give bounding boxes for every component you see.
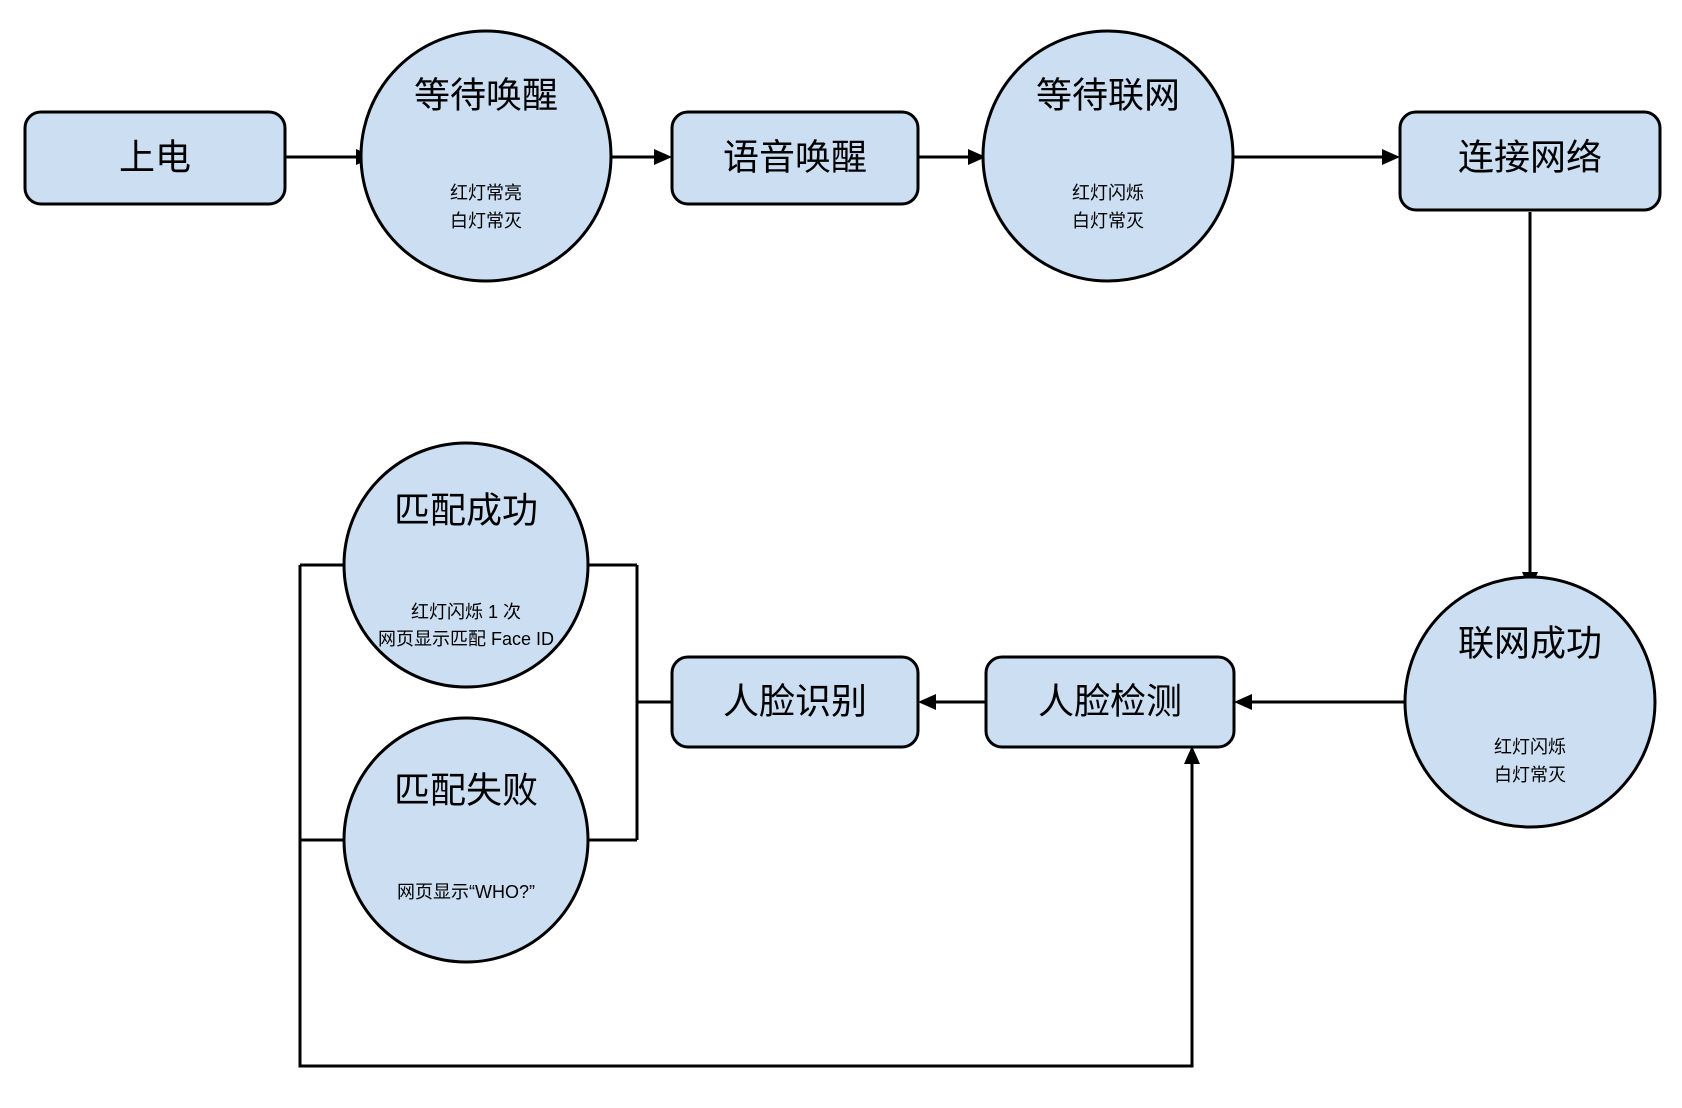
- power-on-label: 上电: [119, 137, 191, 178]
- wait-wakeup-sub-2: 白灯常灭: [450, 211, 522, 231]
- edge-face-detect-to-face-recognize: [918, 694, 986, 710]
- node-face-recognize[interactable]: 人脸识别: [670, 655, 920, 749]
- connect-network-box[interactable]: [1398, 110, 1662, 212]
- wait-wakeup-label: 等待唤醒: [414, 75, 558, 116]
- wait-wakeup-circle[interactable]: [359, 29, 613, 283]
- match-fail-sub-1: 网页显示“WHO?”: [397, 882, 535, 902]
- match-success-sub-2: 网页显示匹配 Face ID: [378, 629, 554, 649]
- node-match-fail[interactable]: 匹配失败 网页显示“WHO?”: [342, 716, 590, 964]
- wait-network-circle[interactable]: [981, 29, 1235, 283]
- edge-match-results-back-to-face-detect: [298, 746, 1200, 1068]
- connectors-layer: [285, 149, 1538, 1068]
- node-network-success[interactable]: 联网成功 红灯闪烁 白灯常灭: [1403, 575, 1657, 829]
- network-success-label: 联网成功: [1458, 623, 1602, 664]
- face-detect-label: 人脸检测: [1038, 681, 1182, 722]
- connect-network-label: 连接网络: [1458, 137, 1602, 178]
- edge-face-recognize-to-match-results: [298, 563, 672, 842]
- match-success-sub-1: 红灯闪烁 1 次: [411, 602, 521, 622]
- node-power-on[interactable]: 上电: [23, 110, 287, 206]
- face-detect-box[interactable]: [984, 655, 1236, 749]
- edge-voice-wakeup-to-wait-network: [918, 149, 986, 165]
- wait-wakeup-sub-1: 红灯常亮: [450, 183, 522, 203]
- power-on-box[interactable]: [23, 110, 287, 206]
- edge-network-success-to-face-detect: [1234, 694, 1406, 710]
- network-success-sub-2: 白灯常灭: [1494, 765, 1566, 785]
- node-face-detect[interactable]: 人脸检测: [984, 655, 1236, 749]
- node-connect-network[interactable]: 连接网络: [1398, 110, 1662, 212]
- match-success-label: 匹配成功: [394, 490, 538, 531]
- network-success-circle[interactable]: [1403, 575, 1657, 829]
- network-success-sub-1: 红灯闪烁: [1494, 737, 1566, 757]
- match-success-circle[interactable]: [342, 441, 590, 689]
- wait-network-label: 等待联网: [1036, 75, 1180, 116]
- wait-network-sub-1: 红灯闪烁: [1072, 183, 1144, 203]
- edge-connect-network-to-network-success: [1522, 212, 1538, 590]
- face-recognize-box[interactable]: [670, 655, 920, 749]
- edge-wait-network-to-connect-network: [1232, 149, 1400, 165]
- node-match-success[interactable]: 匹配成功 红灯闪烁 1 次 网页显示匹配 Face ID: [342, 441, 590, 689]
- match-fail-label: 匹配失败: [394, 770, 538, 811]
- node-wait-wakeup[interactable]: 等待唤醒 红灯常亮 白灯常灭: [359, 29, 613, 283]
- voice-wakeup-label: 语音唤醒: [723, 137, 867, 178]
- voice-wakeup-box[interactable]: [670, 110, 920, 206]
- node-wait-network[interactable]: 等待联网 红灯闪烁 白灯常灭: [981, 29, 1235, 283]
- match-fail-circle[interactable]: [342, 716, 590, 964]
- wait-network-sub-2: 白灯常灭: [1072, 211, 1144, 231]
- node-voice-wakeup[interactable]: 语音唤醒: [670, 110, 920, 206]
- face-recognize-label: 人脸识别: [723, 681, 867, 722]
